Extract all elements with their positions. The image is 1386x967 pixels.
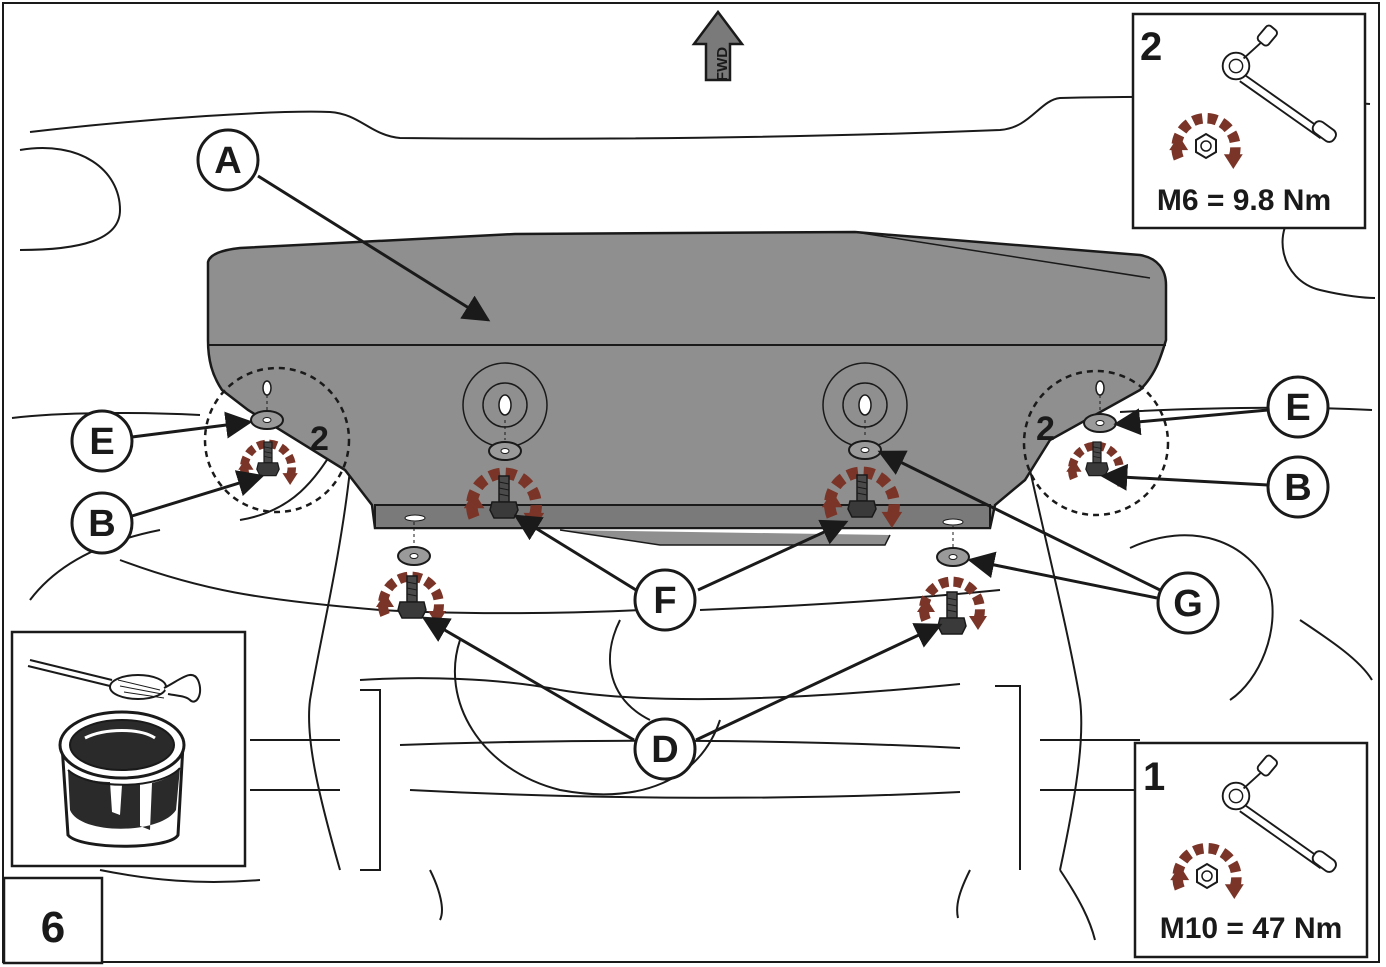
callout-e-right: E	[1266, 375, 1330, 439]
zone-circle-right	[1022, 369, 1170, 517]
leader-lines	[131, 174, 1269, 742]
inset-step-number: 2	[1140, 25, 1162, 69]
callout-b-left: B	[70, 491, 134, 555]
zone-circle-left	[203, 366, 351, 514]
alignment-guides	[266, 395, 1101, 548]
callout-d: D	[633, 717, 697, 781]
step-number: 6	[41, 903, 65, 952]
callout-b-right: B	[1266, 455, 1330, 519]
washer-g-left	[488, 441, 522, 461]
svg-text:E: E	[1285, 387, 1310, 429]
callout-a: A	[196, 128, 260, 192]
inset-step-number: 1	[1143, 755, 1165, 799]
svg-text:B: B	[88, 503, 115, 545]
zone-marker-right: 2	[1036, 410, 1055, 448]
washer-g-right	[848, 440, 882, 460]
svg-text:A: A	[214, 140, 241, 182]
callout-e-left: E	[70, 409, 134, 473]
zone-marker-left: 2	[310, 420, 329, 458]
svg-text:D: D	[651, 729, 678, 771]
svg-text:F: F	[653, 580, 676, 622]
torque-spec: M10 = 47 Nm	[1160, 912, 1343, 945]
callout-f: F	[633, 568, 697, 632]
torque-inset-step-2: 2 M6 = 9.8 Nm	[1131, 12, 1367, 230]
svg-text:B: B	[1284, 467, 1311, 509]
paint-pot-icon	[58, 710, 186, 848]
svg-text:E: E	[89, 421, 114, 463]
washer-g-lower-left	[397, 546, 431, 566]
callout-g: G	[1156, 571, 1220, 635]
forward-arrow-icon: FWD	[691, 9, 745, 82]
washer-e-right	[1083, 413, 1117, 433]
vehicle-outline	[11, 95, 1376, 941]
torque-spec: M6 = 9.8 Nm	[1157, 184, 1331, 217]
skid-plate	[206, 230, 1168, 546]
washer-g-lower-right	[936, 547, 970, 567]
paint-brush-icon	[27, 659, 202, 703]
fwd-label: FWD	[714, 47, 731, 81]
torque-inset-step-1: 1 M10 = 47 Nm	[1133, 741, 1369, 959]
svg-text:G: G	[1173, 583, 1203, 625]
step-number-box: 6	[2, 876, 104, 965]
washer-e-left	[250, 410, 284, 430]
bolt-d-right	[937, 591, 967, 635]
paint-inset	[10, 630, 247, 868]
